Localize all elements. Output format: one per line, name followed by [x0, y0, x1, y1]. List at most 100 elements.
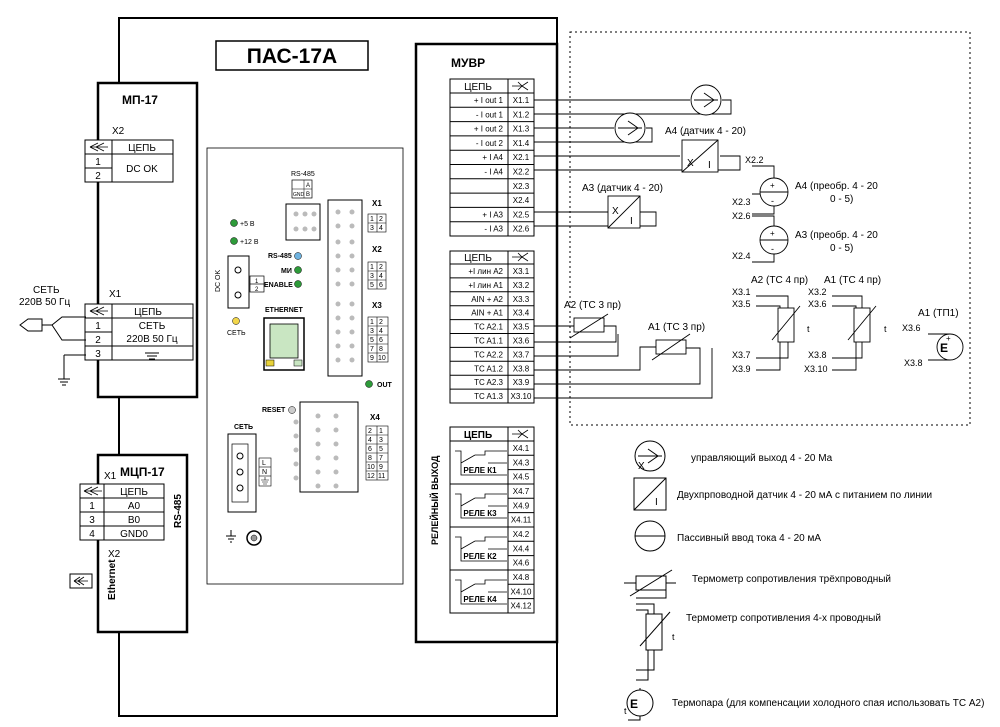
muvr-t2-pin: X3.4: [513, 309, 530, 318]
muvr-t2-signal: +I лин A2: [468, 267, 503, 276]
x3-pin: 5: [370, 337, 374, 344]
mcp17-pin-1: 1: [89, 501, 95, 512]
led-5v: [230, 219, 238, 227]
mcp17-gnd0: GND0: [120, 529, 148, 540]
device-title: ПАС-17А: [247, 45, 337, 68]
muvr-t2-pin: X3.3: [513, 295, 530, 304]
label-a4-conv-1: A4 (преобр. 4 - 20: [795, 180, 878, 192]
mp17-x2-row-2: 2: [95, 171, 101, 182]
external-devices-area: [569, 31, 971, 426]
x4-pin: 5: [379, 446, 383, 453]
muvr-t2-pin: X3.2: [513, 281, 530, 290]
x3-pin: 8: [379, 346, 383, 353]
x3-pin: 6: [379, 337, 383, 344]
x4-pin: 11: [378, 473, 385, 480]
conv-a3-plus: +: [770, 229, 775, 238]
legend-sensor-i: I: [655, 497, 658, 508]
mains-label-1: СЕТЬ: [33, 285, 60, 296]
label-x39: X3.9: [732, 364, 751, 374]
muvr-t1-pin: X1.3: [513, 125, 530, 134]
label-a4-sensor: A4 (датчик 4 - 20): [665, 126, 746, 137]
x4-pin: 4: [368, 437, 372, 444]
ground-icon: [145, 352, 159, 360]
label-x23: X2.3: [732, 197, 751, 207]
label-t-a1: t: [884, 324, 887, 334]
label-enable-led: ENABLE: [264, 282, 293, 289]
relay-pin: X4.12: [511, 602, 532, 611]
thermocouple-icon: [936, 333, 964, 361]
mains-plug-icon: [19, 318, 43, 332]
muvr-t2-signal: TC A1.2: [474, 364, 503, 373]
x3-pin: 2: [379, 319, 383, 326]
front-panel: +5 В +12 В DC OK 1 2 СЕТЬ RS-485 A GND B…: [206, 147, 404, 585]
socket-icon: [89, 142, 108, 152]
label-mi-led: МИ: [281, 268, 292, 275]
socket-icon: [512, 81, 529, 91]
socket-icon: [73, 576, 88, 586]
muvr-t2-pin: X3.8: [513, 364, 530, 373]
muvr-t1-signal: - I out 2: [476, 139, 504, 148]
led-enable: [294, 280, 302, 288]
muvr-t2-signal: TC A2.3: [474, 378, 503, 387]
led-mi: [294, 266, 302, 274]
x4-pin: 6: [368, 446, 372, 453]
x4-pin: 3: [379, 437, 383, 444]
relay-contact-icon: [455, 536, 507, 562]
ground-icon: [226, 530, 236, 543]
muvr-table2-header: ЦЕПЬ: [464, 253, 492, 264]
label-a3-conv-1: A3 (преобр. 4 - 20: [795, 229, 878, 241]
label-rs485-led: RS-485: [268, 253, 292, 260]
muvr-t1-signal: - I A4: [484, 168, 503, 177]
reset-button[interactable]: [288, 406, 296, 414]
led-out: [365, 380, 373, 388]
power-pin-l: L: [262, 460, 266, 467]
label-x36b: X3.6: [902, 323, 921, 333]
external-labels: X I X I + - + -: [612, 158, 775, 254]
mp17-dcok-label: DC OK: [126, 164, 158, 175]
rtd-3wire-icon: [573, 317, 605, 333]
mp17-x1-label: X1: [109, 289, 122, 300]
label-power-led: СЕТЬ: [227, 330, 246, 337]
muvr-t1-pin: X2.2: [513, 168, 530, 177]
mp17-x1-row-3: 3: [95, 349, 101, 360]
muvr-t1-signal: + I A4: [482, 153, 503, 162]
mcp17-a0: A0: [128, 501, 141, 512]
mp17-x1-row-1: 1: [95, 321, 101, 332]
muvr-t1-pin: X2.1: [513, 153, 530, 162]
label-x38: X3.8: [808, 350, 827, 360]
sensor-a4-i: I: [708, 160, 711, 171]
label-x37: X3.7: [732, 350, 751, 360]
socket-icon: [512, 252, 529, 262]
label-x32: X3.2: [808, 287, 827, 297]
x1-pin: 1: [370, 216, 374, 223]
label-x31: X3.1: [732, 287, 751, 297]
relay-pin: X4.10: [511, 587, 532, 596]
x2-pin: 1: [370, 264, 374, 271]
rtd-4wire-icon: [645, 613, 663, 651]
relay-pin: X4.11: [511, 516, 532, 525]
ground-icon: [58, 354, 86, 386]
muvr-t2-signal: TC A1.3: [474, 392, 503, 401]
x2-pin: 5: [370, 282, 374, 289]
external-wiring: [534, 84, 964, 399]
rs485-gnd: GND: [293, 192, 305, 198]
muvr-t1-pin: X2.5: [513, 210, 530, 219]
legend-out-420: управляющий выход 4 - 20 Ма: [691, 453, 833, 464]
label-t-a2: t: [807, 324, 810, 334]
label-power-conn: СЕТЬ: [234, 424, 253, 431]
legend-passive-in: Пассивный ввод тока 4 - 20 мА: [677, 533, 821, 544]
tc-plus: +: [946, 334, 951, 343]
relay-name: РЕЛЕ К1: [463, 466, 497, 475]
led-12v: [230, 237, 238, 245]
label-a4-conv-2: 0 - 5): [830, 194, 853, 205]
muvr-t2-signal: +I лин A1: [468, 281, 503, 290]
muvr-title: МУВР: [451, 56, 485, 70]
mcp17-title: МЦП-17: [120, 465, 165, 479]
mp17-x1-signal-1: СЕТЬ: [139, 321, 166, 332]
muvr-t2-pin: X3.10: [511, 392, 532, 401]
muvr-t1-signal: + I A3: [482, 210, 503, 219]
label-plus12: +12 В: [240, 239, 259, 246]
legend-e: E: [630, 697, 638, 711]
label-x310: X3.10: [804, 364, 828, 374]
